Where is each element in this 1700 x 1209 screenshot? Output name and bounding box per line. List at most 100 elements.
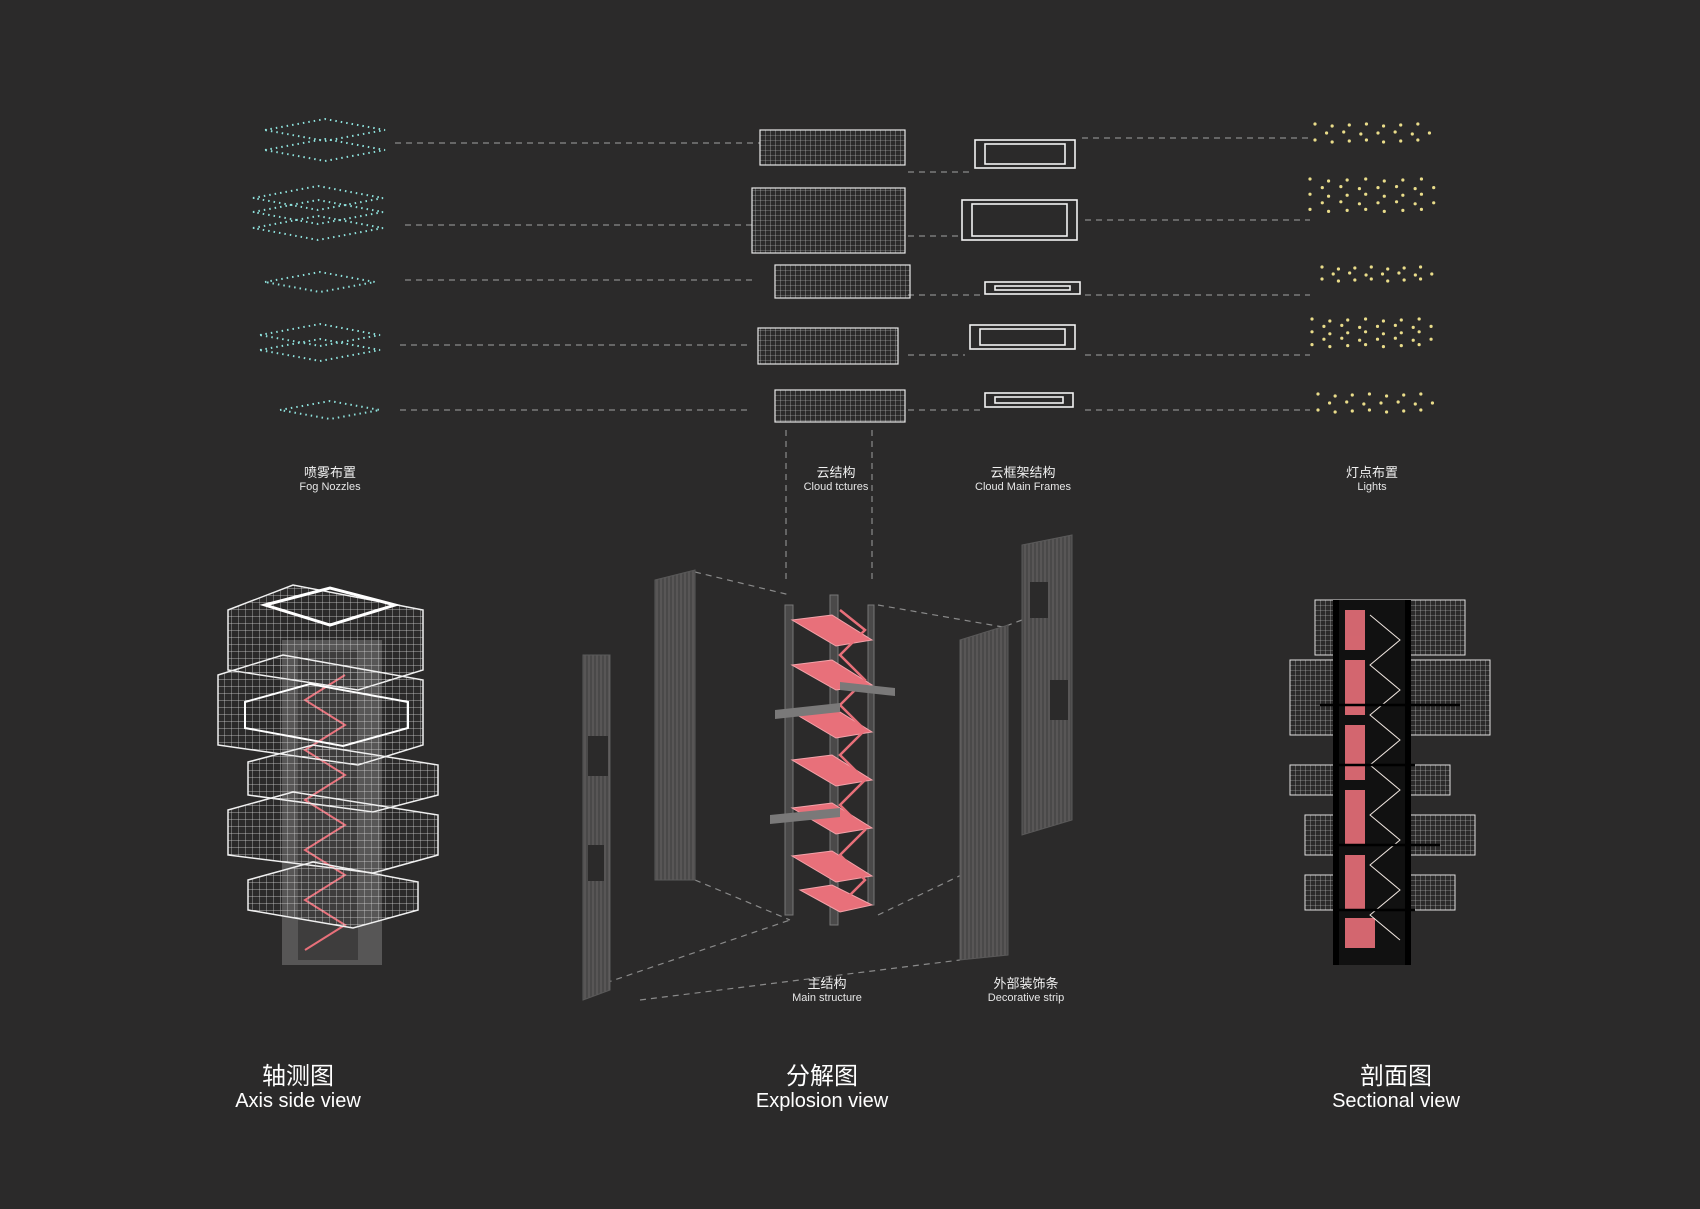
- light-dot: [1363, 317, 1368, 321]
- fog-nozzle-ring: [252, 184, 384, 212]
- light-dot: [1345, 400, 1349, 404]
- light-dot: [1364, 177, 1368, 181]
- light-dot: [1364, 138, 1369, 142]
- cloud-frame: [969, 324, 1076, 350]
- light-dot: [1364, 192, 1368, 196]
- light-dot: [1417, 317, 1421, 321]
- light-dot: [1369, 277, 1373, 281]
- light-dot: [1386, 267, 1390, 271]
- light-dot: [1340, 336, 1344, 340]
- light-dot: [1363, 330, 1368, 334]
- light-dot: [1313, 138, 1317, 142]
- axis-side-view-tower: [217, 584, 439, 965]
- fog-nozzle-ring: [259, 337, 381, 363]
- fog-nozzles-label-en: Fog Nozzles: [299, 480, 361, 493]
- light-dot: [1345, 193, 1349, 197]
- light-dot: [1394, 200, 1399, 204]
- light-dot: [1429, 324, 1433, 328]
- light-dot: [1382, 209, 1386, 213]
- light-dot: [1432, 186, 1436, 190]
- axis-side-view-title-cn: 轴测图: [261, 1063, 334, 1090]
- light-dot: [1310, 317, 1314, 321]
- light-dot: [1333, 410, 1337, 414]
- light-dot: [1396, 400, 1400, 404]
- light-dot: [1353, 266, 1357, 270]
- light-dot: [1322, 337, 1326, 341]
- light-dot: [1419, 392, 1423, 396]
- light-dot: [1322, 324, 1326, 328]
- light-dot: [1382, 194, 1386, 198]
- fog-nozzles-label: 喷雾布置 Fog Nozzles: [299, 465, 361, 494]
- light-dot: [1402, 393, 1406, 397]
- light-dot: [1419, 177, 1424, 181]
- light-dot: [1348, 271, 1352, 275]
- light-dot: [1411, 338, 1415, 342]
- cloud-frame-inner: [971, 203, 1068, 237]
- light-dot: [1376, 201, 1380, 205]
- light-dot: [1384, 410, 1389, 414]
- light-dot: [1386, 279, 1390, 283]
- light-dot: [1359, 132, 1363, 136]
- light-dot: [1326, 209, 1331, 213]
- light-dot: [1401, 208, 1405, 212]
- light-dot: [1347, 123, 1351, 127]
- light-dot: [1394, 185, 1399, 189]
- light-dot: [1381, 319, 1386, 323]
- cloud-structure-layers: [751, 129, 911, 423]
- fog-nozzle-ring: [264, 137, 386, 163]
- cloud-box: [757, 327, 899, 365]
- main-structure-label-cn: 主结构: [807, 976, 847, 991]
- cloud-frames-label-cn: 云框架结构: [990, 465, 1056, 480]
- light-dot: [1331, 272, 1335, 276]
- light-dot: [1308, 207, 1312, 211]
- light-dot: [1432, 201, 1436, 205]
- light-dot: [1310, 343, 1314, 347]
- light-dot: [1381, 345, 1386, 349]
- fog-nozzle-ring: [259, 322, 381, 348]
- light-dot: [1340, 323, 1344, 327]
- cloud-frame-inner: [994, 396, 1064, 404]
- light-dot: [1336, 279, 1341, 283]
- light-dot: [1353, 278, 1357, 282]
- sectional-view-title: 剖面图 Sectional view: [1332, 1063, 1460, 1112]
- explosion-view-title-cn: 分解图: [785, 1063, 858, 1090]
- light-dot: [1418, 265, 1423, 269]
- light-dot: [1350, 393, 1354, 397]
- cloud-frame-inner: [994, 285, 1071, 291]
- light-dot: [1399, 344, 1403, 348]
- lights-label: 灯点布置 Lights: [1346, 465, 1398, 494]
- light-dot: [1419, 192, 1424, 196]
- light-dot: [1380, 272, 1385, 276]
- light-dot: [1376, 131, 1380, 135]
- light-dot: [1362, 402, 1366, 406]
- light-dot: [1313, 122, 1317, 126]
- light-dot: [1379, 401, 1383, 405]
- light-dot: [1328, 319, 1332, 323]
- light-dot: [1357, 187, 1362, 191]
- light-dot: [1430, 272, 1434, 276]
- light-dot: [1336, 267, 1341, 271]
- light-dot: [1308, 177, 1312, 181]
- main-structure-label: 主结构 Main structure: [792, 976, 862, 1005]
- light-dot: [1320, 186, 1324, 190]
- light-dot: [1393, 130, 1397, 134]
- light-dot: [1364, 273, 1368, 277]
- main-structure-label-en: Main structure: [792, 991, 862, 1004]
- decorative-strip-label-en: Decorative strip: [987, 991, 1065, 1004]
- light-dot: [1413, 187, 1417, 191]
- light-dot: [1320, 277, 1324, 281]
- light-dot: [1357, 202, 1362, 206]
- light-dot: [1320, 265, 1324, 269]
- light-dot: [1346, 331, 1350, 335]
- cloud-to-structure-lines: [785, 430, 873, 580]
- light-dot: [1413, 202, 1417, 206]
- fog-nozzle-ring: [252, 198, 384, 226]
- cloud-structures-label-en: Cloud tctures: [803, 480, 869, 493]
- light-dot: [1310, 330, 1314, 334]
- axis-side-view-title: 轴测图 Axis side view: [235, 1063, 361, 1112]
- light-dot: [1430, 401, 1435, 405]
- light-dot: [1330, 140, 1334, 144]
- connector-lines: [395, 137, 1310, 411]
- light-dot: [1369, 265, 1373, 269]
